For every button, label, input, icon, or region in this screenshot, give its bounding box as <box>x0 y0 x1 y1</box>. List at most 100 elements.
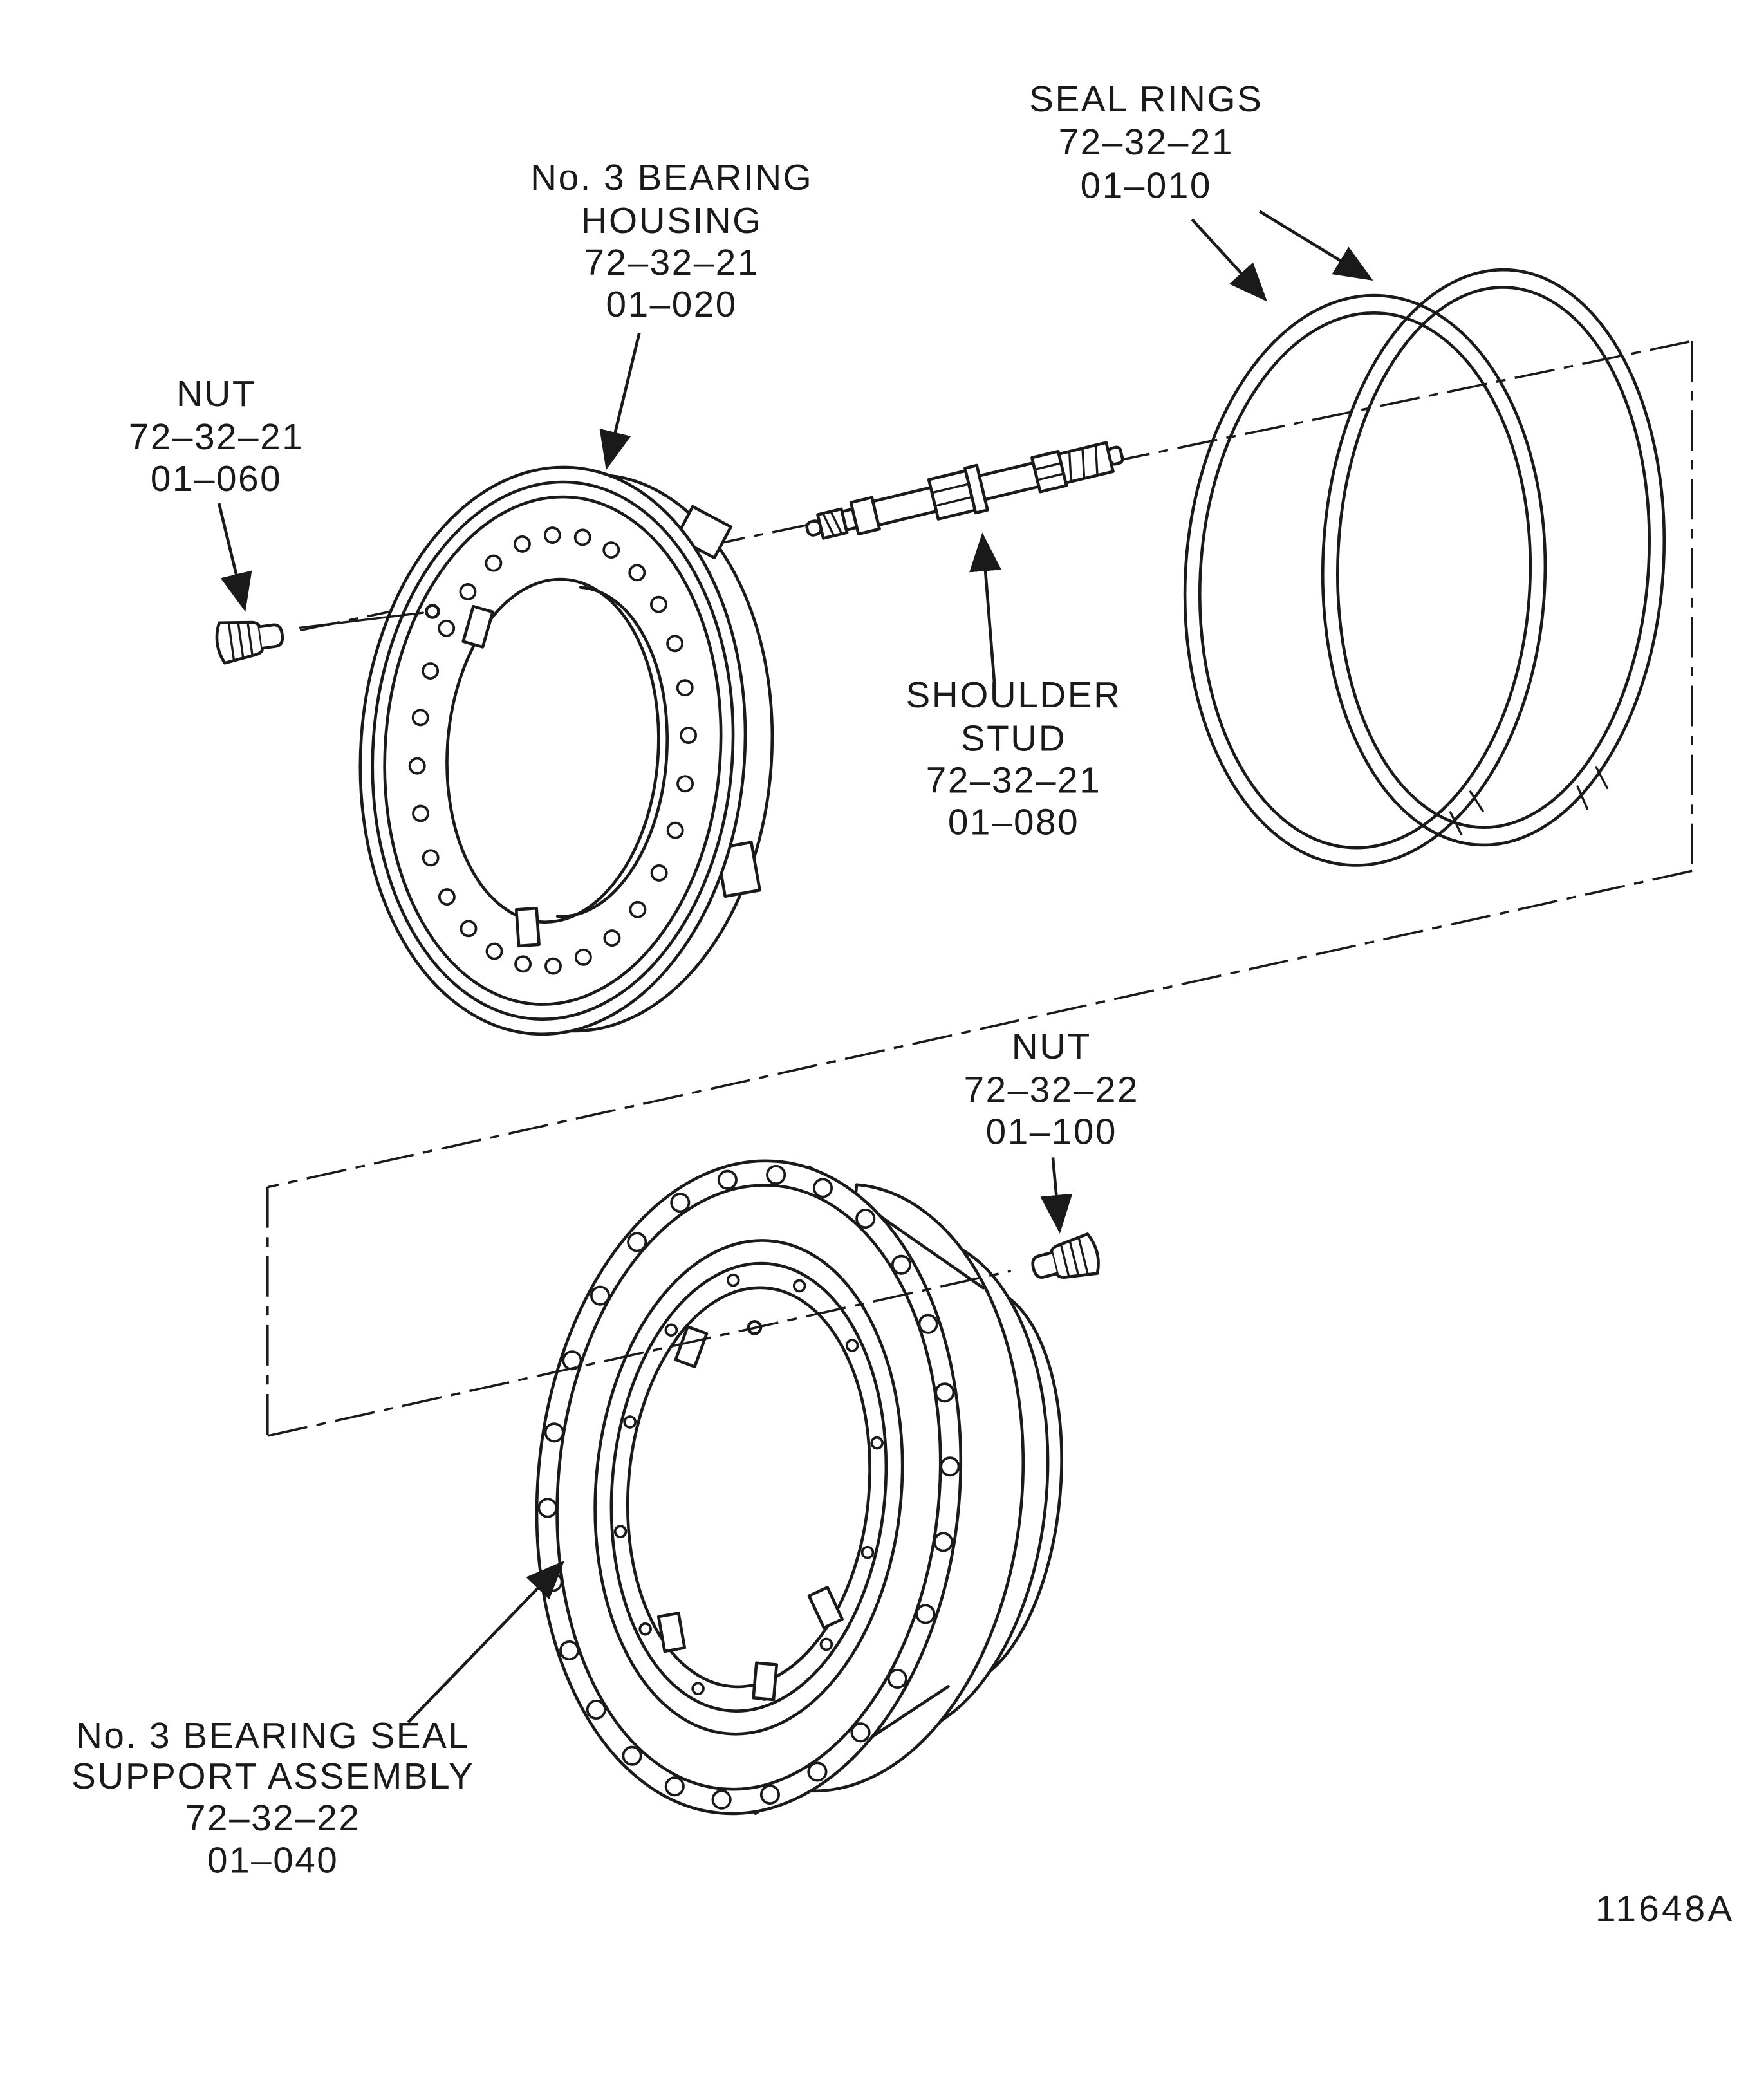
bolt-hole <box>759 1784 780 1805</box>
label-line: NUT <box>176 374 256 414</box>
label-line: 01–080 <box>948 803 1079 843</box>
bolt-hole <box>812 1178 833 1198</box>
bolt-hole <box>459 583 477 600</box>
bolt-hole <box>586 1699 606 1720</box>
label-line: 01–040 <box>207 1840 339 1881</box>
leader-arrows <box>217 210 1373 1724</box>
bolt-hole <box>850 1722 871 1743</box>
bolt-hole <box>485 554 503 572</box>
bolt-hole <box>680 727 698 744</box>
label-line: 72–32–21 <box>926 760 1101 801</box>
bolt-hole <box>544 957 562 975</box>
label-line: 01–060 <box>151 459 282 499</box>
bolt-hole <box>622 1745 642 1766</box>
bolt-hole <box>676 679 694 697</box>
callout-labels: SEAL RINGS 72–32–21 01–010 No. 3 BEARING… <box>71 79 1734 1929</box>
bolt-hole <box>573 528 591 546</box>
seal-ring-front-drawing <box>1183 293 1547 867</box>
bolt-hole <box>562 1350 582 1371</box>
bolt-hole <box>613 1525 628 1538</box>
bolt-hole <box>590 1285 611 1306</box>
leader-bearing-housing <box>599 332 641 470</box>
leader-seal-ring-1 <box>1191 218 1267 302</box>
bearing-housing-drawing <box>358 465 774 1036</box>
housing-outer-rim <box>358 465 747 1036</box>
bolt-hole <box>544 1422 564 1443</box>
bolt-hole <box>860 1545 875 1559</box>
housing-bore-back <box>555 586 669 918</box>
label-line: No. 3 BEARING SEAL <box>76 1716 470 1756</box>
bolt-hole <box>638 1622 652 1636</box>
bolt-hole <box>792 1279 806 1293</box>
label-line: 72–32–22 <box>185 1798 360 1839</box>
bolt-hole <box>676 775 694 793</box>
bolt-hole <box>485 942 503 960</box>
bolt-hole <box>807 1761 828 1782</box>
bolt-hole <box>629 900 647 918</box>
leader-nut-upper <box>217 503 252 612</box>
nut-upper-drawing <box>214 615 285 664</box>
figure-number: 11648A <box>1595 1889 1734 1929</box>
shoulder-stud-label: SHOULDER STUD 72–32–21 01–080 <box>906 675 1121 843</box>
label-line: 01–010 <box>1081 165 1212 206</box>
label-line: 01–020 <box>606 284 738 325</box>
bolt-hole <box>422 662 440 680</box>
shoulder-stud-drawing <box>805 441 1124 540</box>
bolt-hole <box>934 1382 955 1403</box>
label-line: NUT <box>1012 1027 1092 1067</box>
bolt-hole <box>514 955 532 973</box>
bolt-hole <box>603 929 621 947</box>
bolt-hole <box>543 1572 563 1592</box>
housing-face-slot-2 <box>514 906 541 948</box>
label-line: 72–32–21 <box>584 243 759 283</box>
bolt-hole <box>628 564 646 582</box>
leader-seal-ring-2 <box>1258 210 1373 281</box>
bolt-hole <box>460 920 478 938</box>
label-line: SEAL RINGS <box>1029 79 1263 120</box>
bolt-hole <box>711 1789 732 1810</box>
nut-lower-drawing <box>1028 1233 1102 1288</box>
label-line: SUPPORT ASSEMBLY <box>71 1756 474 1797</box>
bolt-hole <box>664 1776 685 1797</box>
centerline-lower <box>267 1270 1012 1437</box>
bolt-hole <box>438 888 456 906</box>
bearing-housing-label: No. 3 BEARING HOUSING 72–32–21 01–020 <box>530 158 812 325</box>
label-line: SHOULDER <box>906 675 1121 716</box>
label-line: 72–32–22 <box>964 1070 1139 1110</box>
bolt-hole <box>666 635 684 653</box>
seal-ring-rear-drawing <box>1321 268 1666 847</box>
support-slot-2 <box>656 1612 687 1653</box>
bolt-hole <box>623 1415 637 1429</box>
bolt-hole <box>438 619 456 637</box>
phantom-diagonal <box>267 869 1693 1189</box>
housing-stud-hole <box>425 604 440 619</box>
bolt-hole <box>918 1314 938 1334</box>
support-bore <box>626 1286 871 1689</box>
bolt-hole <box>691 1682 705 1696</box>
seal-support-label: No. 3 BEARING SEAL SUPPORT ASSEMBLY 72–3… <box>71 1716 474 1881</box>
bolt-hole <box>891 1254 911 1275</box>
bolt-hole <box>514 535 531 553</box>
bolt-hole <box>845 1339 859 1352</box>
bolt-hole <box>627 1232 647 1252</box>
leader-seal-support <box>407 1560 565 1724</box>
bolt-hole <box>870 1436 884 1450</box>
bolt-hole <box>670 1193 691 1213</box>
leader-nut-lower <box>1040 1157 1073 1234</box>
housing-bolt-holes <box>408 526 698 975</box>
nut-lower-label: NUT 72–32–22 01–100 <box>964 1027 1139 1152</box>
bolt-hole <box>537 1498 558 1518</box>
leader-shoulder-stud <box>969 532 1002 687</box>
bolt-hole <box>650 864 668 882</box>
bolt-hole <box>915 1604 936 1624</box>
label-line: HOUSING <box>581 201 763 241</box>
label-line: 72–32–21 <box>1059 122 1234 163</box>
bolt-hole <box>933 1532 954 1552</box>
bolt-hole <box>543 526 561 544</box>
bolt-hole <box>855 1208 876 1229</box>
support-slot-3 <box>752 1661 779 1702</box>
bolt-hole <box>412 804 429 822</box>
label-line: STUD <box>961 718 1066 759</box>
